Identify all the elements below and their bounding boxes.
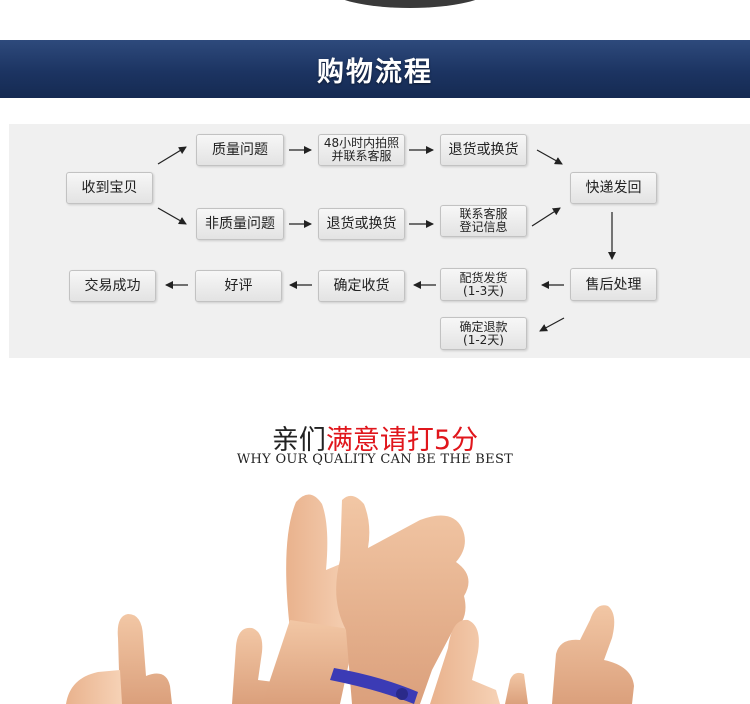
- arrow: [536, 149, 563, 165]
- banner-title: 购物流程: [317, 56, 433, 88]
- thumb-icon: [66, 614, 172, 704]
- step-return-exchange: 退货或换货: [318, 208, 405, 240]
- step-confirm-refund: 确定退款 (1-2天): [440, 317, 527, 350]
- step-non-quality-issue: 非质量问题: [196, 208, 284, 240]
- tagline-prefix: 亲们: [271, 425, 326, 456]
- step-deal-done: 交易成功: [69, 270, 156, 302]
- arrow: [531, 207, 561, 227]
- thumbs-up-hands-photo: [66, 494, 634, 704]
- step-after-sales: 售后处理: [570, 268, 657, 301]
- tagline-subtitle: WHY OUR QUALITY CAN BE THE BEST: [236, 452, 514, 467]
- step-photo-48h: 48小时内拍照 并联系客服: [318, 134, 405, 166]
- top-decoration: [330, 0, 490, 8]
- arrow: [539, 317, 565, 332]
- section-banner: 购物流程: [0, 40, 750, 98]
- tagline: 亲们满意请打5分: [0, 418, 750, 457]
- tagline-highlight: 满意请打5分: [325, 425, 479, 456]
- thumb-icon: [330, 495, 469, 704]
- step-ship-goods: 配货发货 (1-3天): [440, 268, 527, 301]
- thumb-icon: [430, 619, 500, 704]
- step-express-back: 快递发回: [570, 172, 657, 204]
- step-receive: 收到宝贝: [66, 172, 153, 204]
- arrow: [157, 207, 187, 225]
- step-contact-register: 联系客服 登记信息: [440, 205, 527, 237]
- step-confirm-receipt: 确定收货: [318, 270, 405, 302]
- step-quality-issue: 质量问题: [196, 134, 284, 166]
- step-good-review: 好评: [195, 270, 282, 302]
- thumb-icon: [505, 672, 528, 704]
- arrow: [157, 146, 187, 165]
- step-return-exchange: 退货或换货: [440, 134, 527, 166]
- thumb-icon: [552, 605, 634, 704]
